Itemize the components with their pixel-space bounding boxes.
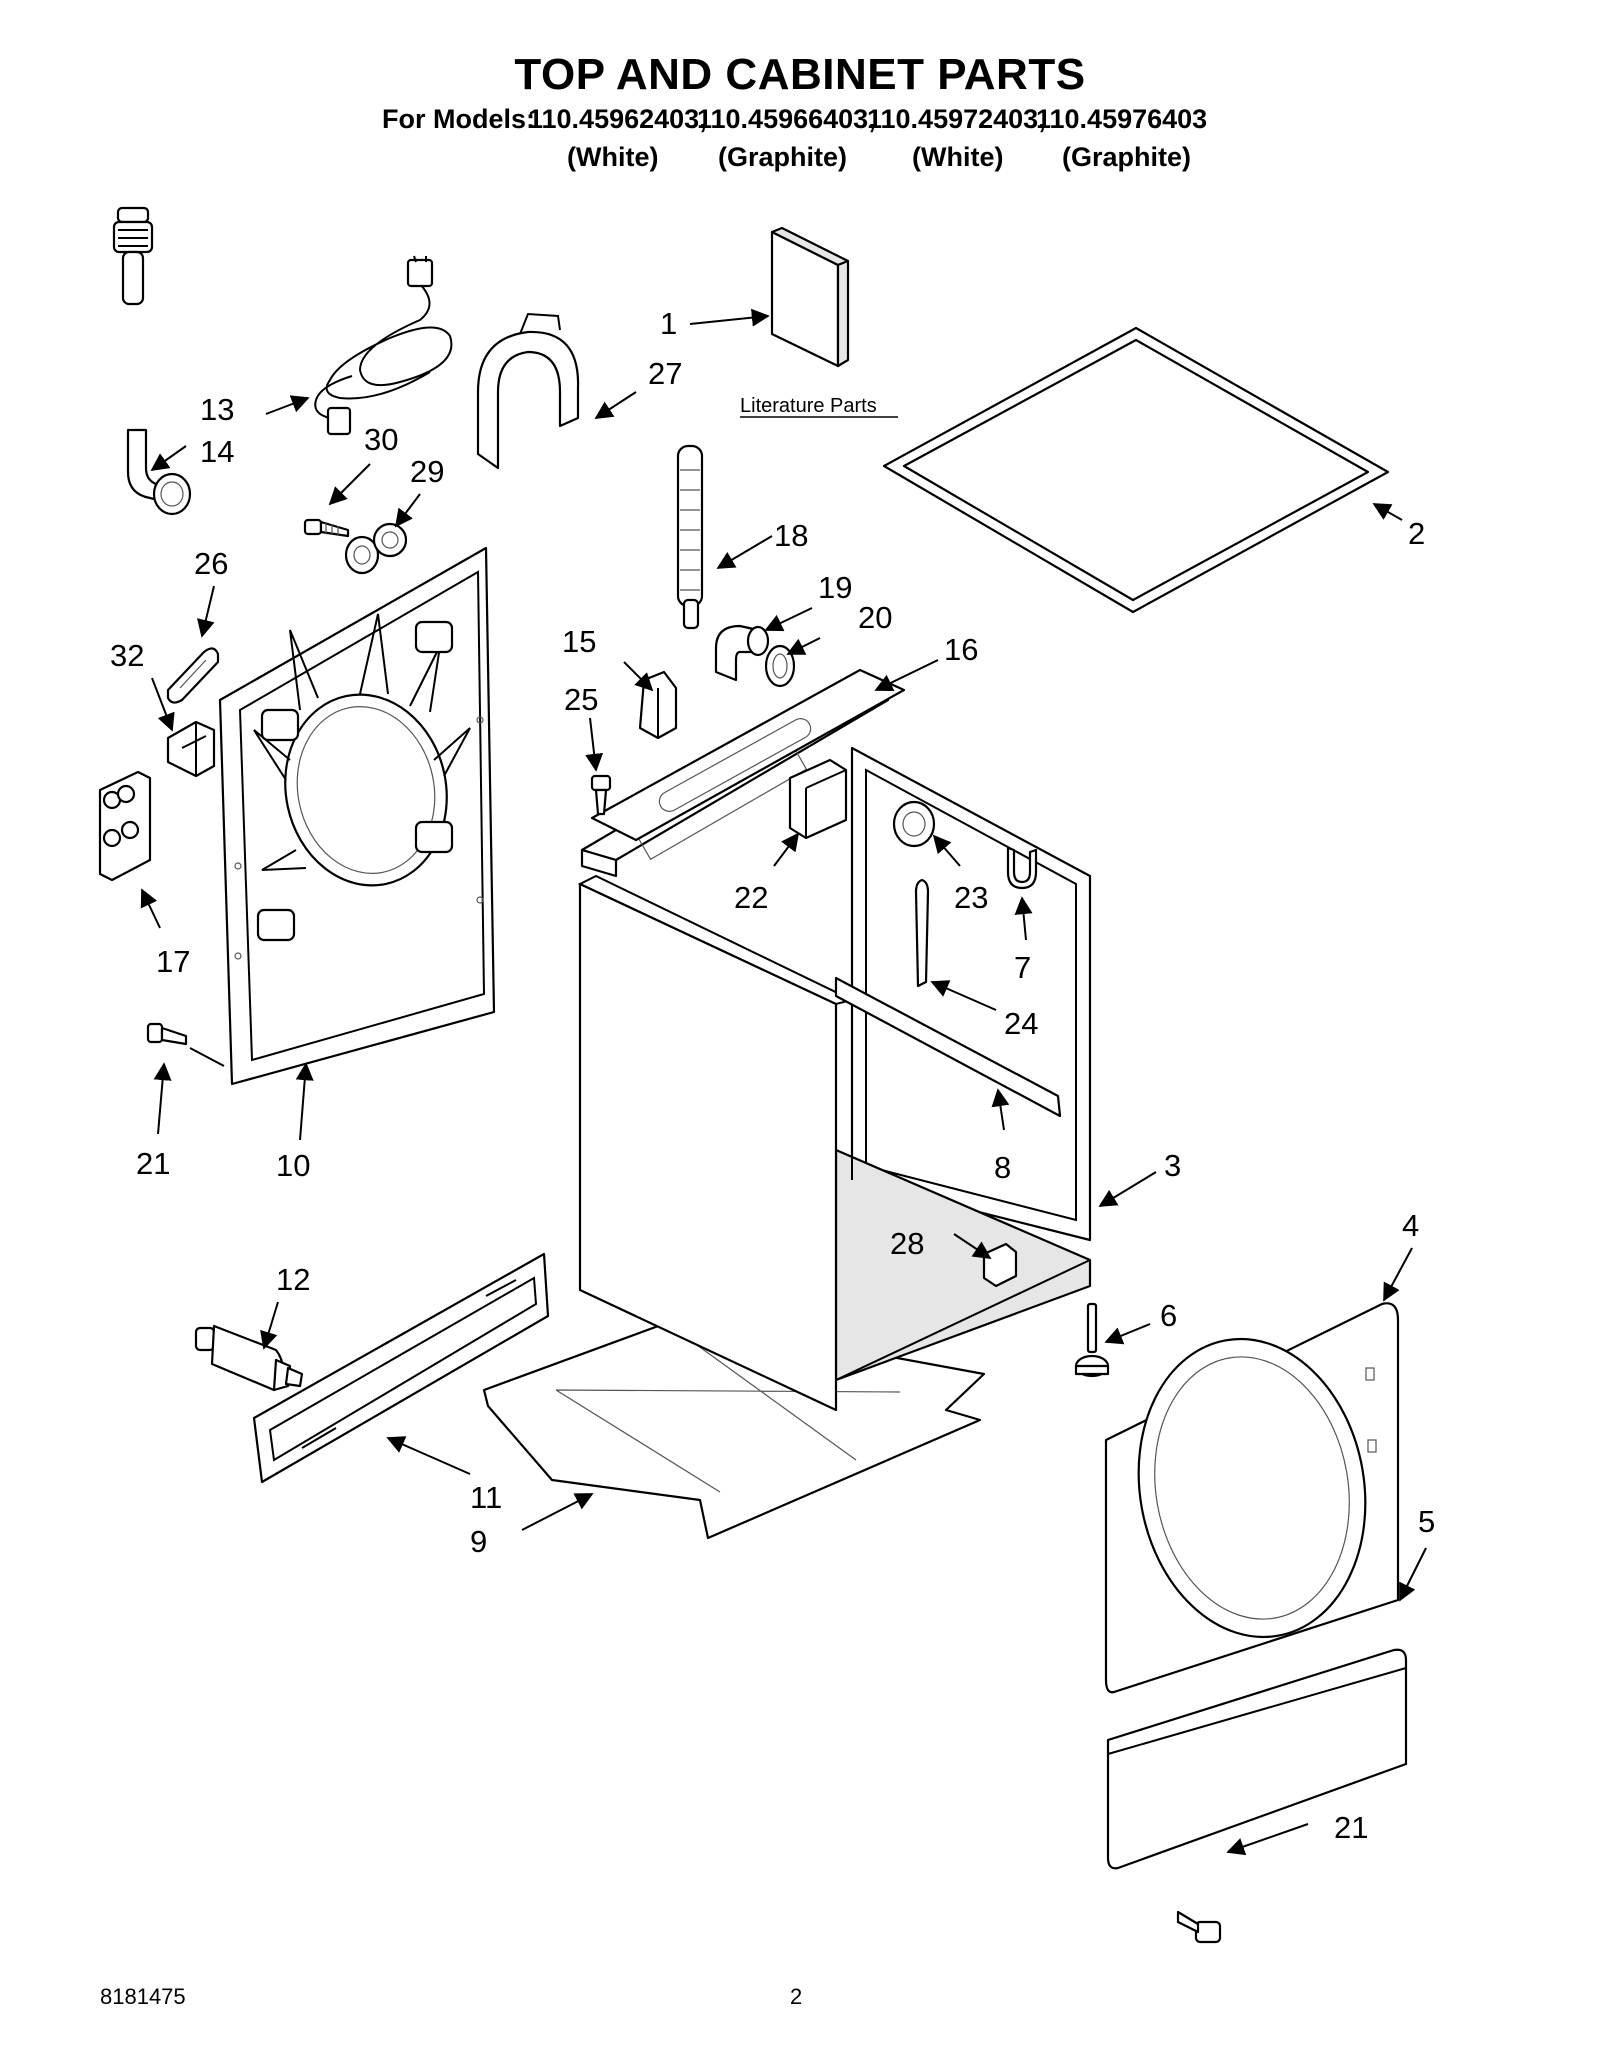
clamp-29-part	[344, 522, 408, 575]
page-title: TOP AND CABINET PARTS	[514, 50, 1086, 99]
model-number-3: 110.45972403,	[867, 104, 1046, 134]
model-number-4: 110.45976403	[1036, 104, 1208, 134]
screw-30-part	[303, 518, 350, 538]
document-number: 8181475	[100, 1984, 186, 2009]
tube-24-part	[914, 878, 930, 988]
callout-8: 8	[994, 1150, 1011, 1185]
inlet-hose-part	[112, 206, 192, 516]
hose-hanger-part	[476, 312, 580, 470]
pressure-switch-23-part	[892, 800, 936, 848]
callout-25: 25	[564, 682, 598, 717]
callout-23: 23	[954, 880, 988, 915]
leveling-foot-6-part	[1074, 1302, 1110, 1378]
clip-28-part	[982, 1242, 1018, 1288]
callout-1: 1	[660, 306, 677, 341]
callout-labels: 1 2 3 4 5 6 7 8 9 10 11 12 13 14 15 16 1…	[110, 306, 1435, 1845]
callout-4: 4	[1402, 1208, 1419, 1243]
base-rail-part	[252, 1252, 550, 1484]
model-number-1: 110.45962403,	[528, 104, 707, 134]
front-panel-4-part	[1104, 1302, 1400, 1694]
callout-6: 6	[1160, 1298, 1177, 1333]
callout-15: 15	[562, 624, 596, 659]
callout-29: 29	[410, 454, 444, 489]
callout-22: 22	[734, 880, 768, 915]
model-color-3: (White)	[912, 142, 1004, 172]
elbow-19-part	[714, 624, 770, 682]
callout-20: 20	[858, 600, 892, 635]
harness-clip-17-part	[98, 770, 152, 882]
toe-panel-5-part	[1106, 1648, 1408, 1870]
page-number: 2	[790, 1984, 803, 2009]
model-color-2: (Graphite)	[718, 142, 848, 172]
bracket-15-part	[638, 670, 678, 740]
clamp-20-part	[764, 644, 796, 688]
callout-26: 26	[194, 546, 228, 581]
screw-21-left-part	[146, 1022, 188, 1046]
model-number-2: 110.45966403,	[697, 104, 876, 134]
callout-32: 32	[110, 638, 144, 673]
power-cord-part	[314, 255, 453, 436]
callout-21-right: 21	[1334, 1810, 1368, 1845]
drain-hose-18-part	[676, 444, 704, 630]
screw-25-part	[590, 774, 612, 816]
callout-7: 7	[1014, 950, 1031, 985]
callout-30: 30	[364, 422, 398, 457]
callout-9: 9	[470, 1524, 487, 1559]
literature-parts-label: Literature Parts	[740, 395, 877, 417]
literature-book-part	[770, 226, 850, 368]
damper-12-part	[194, 1324, 304, 1392]
callout-10: 10	[276, 1148, 310, 1183]
top-frame-part	[882, 326, 1390, 614]
clip-32-part	[166, 720, 216, 778]
callout-3: 3	[1164, 1148, 1181, 1183]
callout-28: 28	[890, 1226, 924, 1261]
callout-13: 13	[200, 392, 234, 427]
callout-24: 24	[1004, 1006, 1038, 1041]
switch-22-part	[788, 758, 848, 840]
model-color-4: (Graphite)	[1062, 142, 1192, 172]
callout-18: 18	[774, 518, 808, 553]
leader-lines	[140, 308, 1427, 1856]
screw-21-right-part	[1176, 1910, 1222, 1944]
models-label: For Models:	[382, 104, 535, 134]
callout-12: 12	[276, 1262, 310, 1297]
callout-11: 11	[470, 1480, 502, 1515]
callout-5: 5	[1418, 1504, 1435, 1539]
callout-19: 19	[818, 570, 852, 605]
model-color-1: (White)	[567, 142, 659, 172]
models-header: For Models: 110.45962403, 110.45966403, …	[0, 104, 1600, 174]
callout-27: 27	[648, 356, 682, 391]
rear-panel-part	[218, 546, 496, 1086]
callout-21-left: 21	[136, 1146, 170, 1181]
callout-2: 2	[1408, 516, 1425, 551]
callout-14: 14	[200, 434, 234, 469]
callout-17: 17	[156, 944, 190, 979]
callout-16: 16	[944, 632, 978, 667]
top-cover-16-part	[590, 668, 906, 842]
grommet-26-part	[166, 647, 220, 704]
hook-7-part	[1006, 846, 1038, 890]
